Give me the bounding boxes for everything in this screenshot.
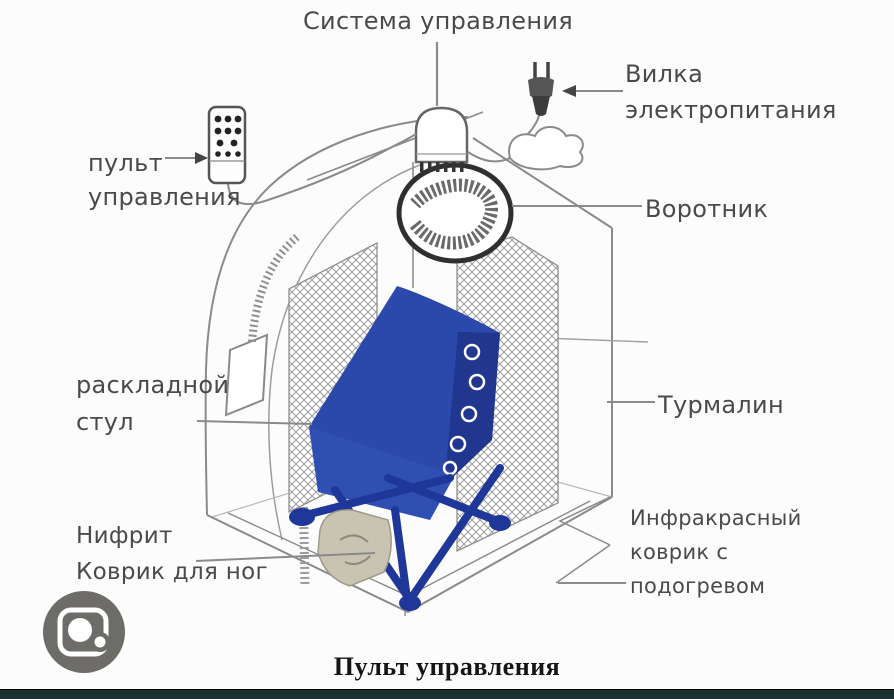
power-cord: [467, 111, 584, 171]
label-collar: Воротник: [645, 195, 769, 223]
camera-lens-icon: [57, 607, 110, 657]
label-control-system: Система управления: [303, 7, 573, 35]
diagram-caption: Пульт управления: [333, 652, 561, 681]
control-box: [414, 106, 469, 172]
label-remote-control: пульт управления: [88, 149, 241, 211]
label-folding-chair: раскладной стул: [76, 371, 230, 436]
power-plug: [528, 62, 554, 116]
leader-lines: [165, 85, 655, 584]
bottom-bar: [0, 689, 894, 699]
label-power-plug: Вилка электропитания: [625, 60, 837, 124]
collar-ring: [396, 162, 514, 264]
label-nephrite-mat: Нифрит Коврик для ног: [76, 523, 268, 585]
camera-lens-button[interactable]: [43, 591, 125, 673]
remote-control: [207, 105, 417, 205]
nephrite-foot-mat: [317, 509, 392, 587]
tent-window: [224, 333, 269, 417]
label-tourmaline: Турмалин: [658, 391, 784, 419]
label-infrared-mat: Инфракрасный коврик с подогревом: [630, 506, 802, 598]
